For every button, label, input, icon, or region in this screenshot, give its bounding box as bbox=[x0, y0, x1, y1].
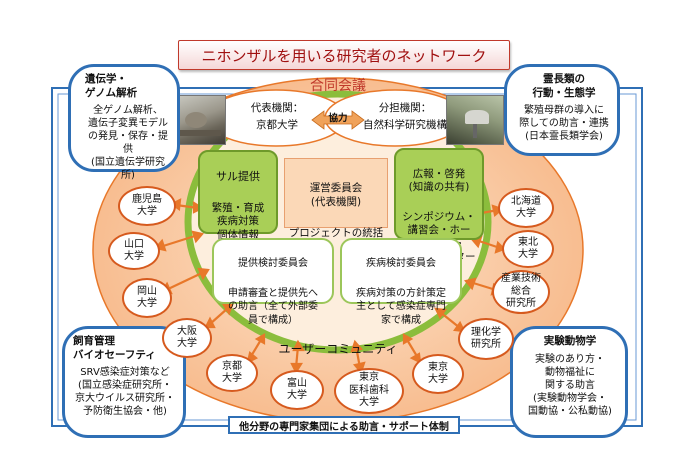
monkey-photo-left bbox=[174, 95, 226, 145]
expert-support-banner: 他分野の専門家集団による助言・サポート体制 bbox=[228, 416, 460, 434]
genome-analysis-box: 遺伝学・ ゲノム解析 全ゲノム解析、 遺伝子変異モデル の発見・保存・提供 (国… bbox=[68, 64, 180, 181]
steering-committee-box: 運営委員会 (代表機関) プロジェクトの統括 bbox=[284, 158, 388, 239]
lead-institution-label: 代表機関： bbox=[250, 102, 304, 114]
university-tohoku: 東北 大学 bbox=[502, 230, 554, 268]
primate-behavior-box: 霊長類の 行動・生態学 繁殖母群の導入に 際しての助言・連携 (日本霊長類学会) bbox=[504, 64, 620, 156]
monkey-supply-box: サル提供 繁殖・育成 疾病対策 個体情報 bbox=[198, 150, 278, 241]
partner-institution-name: 自然科学研究機構 bbox=[363, 119, 447, 131]
joint-meeting-label: 合同会議 bbox=[310, 78, 366, 94]
university-yamaguchi: 山口 大学 bbox=[108, 232, 160, 270]
genome-body: 全ゲノム解析、 遺伝子変異モデル の発見・保存・提供 (国立遺伝学研究所) bbox=[88, 105, 168, 182]
university-riken: 理化学 研究所 bbox=[458, 318, 514, 360]
supply-committee-box: 提供検討委員会 申請審査と提供先へ の助言（全て外部委 員で構成） bbox=[212, 238, 334, 326]
cooperation-label: 協力 bbox=[328, 113, 348, 124]
disease-committee-body: 疾病対策の方針策定 主として感染症専門 家で構成 bbox=[356, 287, 446, 326]
university-tmdu: 東京 医科歯科 大学 bbox=[334, 368, 404, 414]
page-title: ニホンザルを用いる研究者のネットワーク bbox=[178, 40, 510, 70]
monkey-supply-title: サル提供 bbox=[216, 169, 260, 183]
steering-body: プロジェクトの統括 bbox=[288, 226, 384, 239]
university-aist: 産業技術 総合 研究所 bbox=[492, 270, 550, 314]
user-community-label: ユーザーコミュニティ bbox=[278, 342, 398, 356]
primate-heading: 霊長類の 行動・生態学 bbox=[532, 73, 596, 99]
university-tokyo: 東京 大学 bbox=[412, 354, 464, 394]
outreach-box: 広報・啓発 (知識の共有) シンポジウム・ 講習会・ホー ムページ・ ニュースレ… bbox=[394, 148, 484, 263]
university-toyama: 富山 大学 bbox=[270, 370, 324, 410]
arrow-toyama bbox=[290, 339, 305, 375]
lab-animal-body: 実験のあり方・ 動物福祉に 関する助言 (実験動物学会・ 国動協・公私動協) bbox=[528, 353, 612, 417]
genome-heading: 遺伝学・ ゲノム解析 bbox=[85, 73, 138, 99]
lead-institution-name: 京都大学 bbox=[256, 119, 298, 131]
steering-title: 運営委員会 (代表機関) bbox=[309, 182, 363, 209]
supply-committee-title: 提供検討委員会 bbox=[238, 257, 308, 269]
arrow-osaka bbox=[204, 303, 234, 329]
monkey-photo-right bbox=[446, 95, 504, 145]
university-okayama: 岡山 大学 bbox=[122, 278, 172, 318]
lab-animal-heading: 実験動物学 bbox=[543, 335, 597, 347]
arrow-tokyo bbox=[402, 333, 422, 364]
university-kyoto: 京都 大学 bbox=[206, 354, 258, 392]
partner-institution-label: 分担機関： bbox=[378, 102, 432, 114]
disease-committee-title: 疾病検討委員会 bbox=[366, 257, 436, 269]
outreach-title: 広報・啓発 (知識の共有) bbox=[408, 167, 470, 194]
monkey-supply-body: 繁殖・育成 疾病対策 個体情報 bbox=[211, 201, 265, 241]
breeding-heading: 飼育管理 バイオセーフティ bbox=[73, 335, 156, 361]
lab-animal-box: 実験動物学 実験のあり方・ 動物福祉に 関する助言 (実験動物学会・ 国動協・公… bbox=[510, 326, 628, 438]
cooperation-arrow bbox=[311, 110, 365, 130]
university-hokkaido: 北海道 大学 bbox=[498, 188, 554, 228]
primate-body: 繁殖母群の導入に 際しての助言・連携 (日本霊長類学会) bbox=[519, 105, 609, 143]
university-osaka: 大阪 大学 bbox=[162, 318, 212, 358]
supply-committee-body: 申請審査と提供先へ の助言（全て外部委 員で構成） bbox=[228, 287, 318, 326]
breeding-body: SRV感染症対策など (国立感染症研究所・ 京大ウイルス研究所・ 予防衛生協会・… bbox=[75, 367, 175, 418]
university-kagoshima: 鹿児島 大学 bbox=[118, 186, 176, 226]
disease-committee-box: 疾病検討委員会 疾病対策の方針策定 主として感染症専門 家で構成 bbox=[340, 238, 462, 326]
